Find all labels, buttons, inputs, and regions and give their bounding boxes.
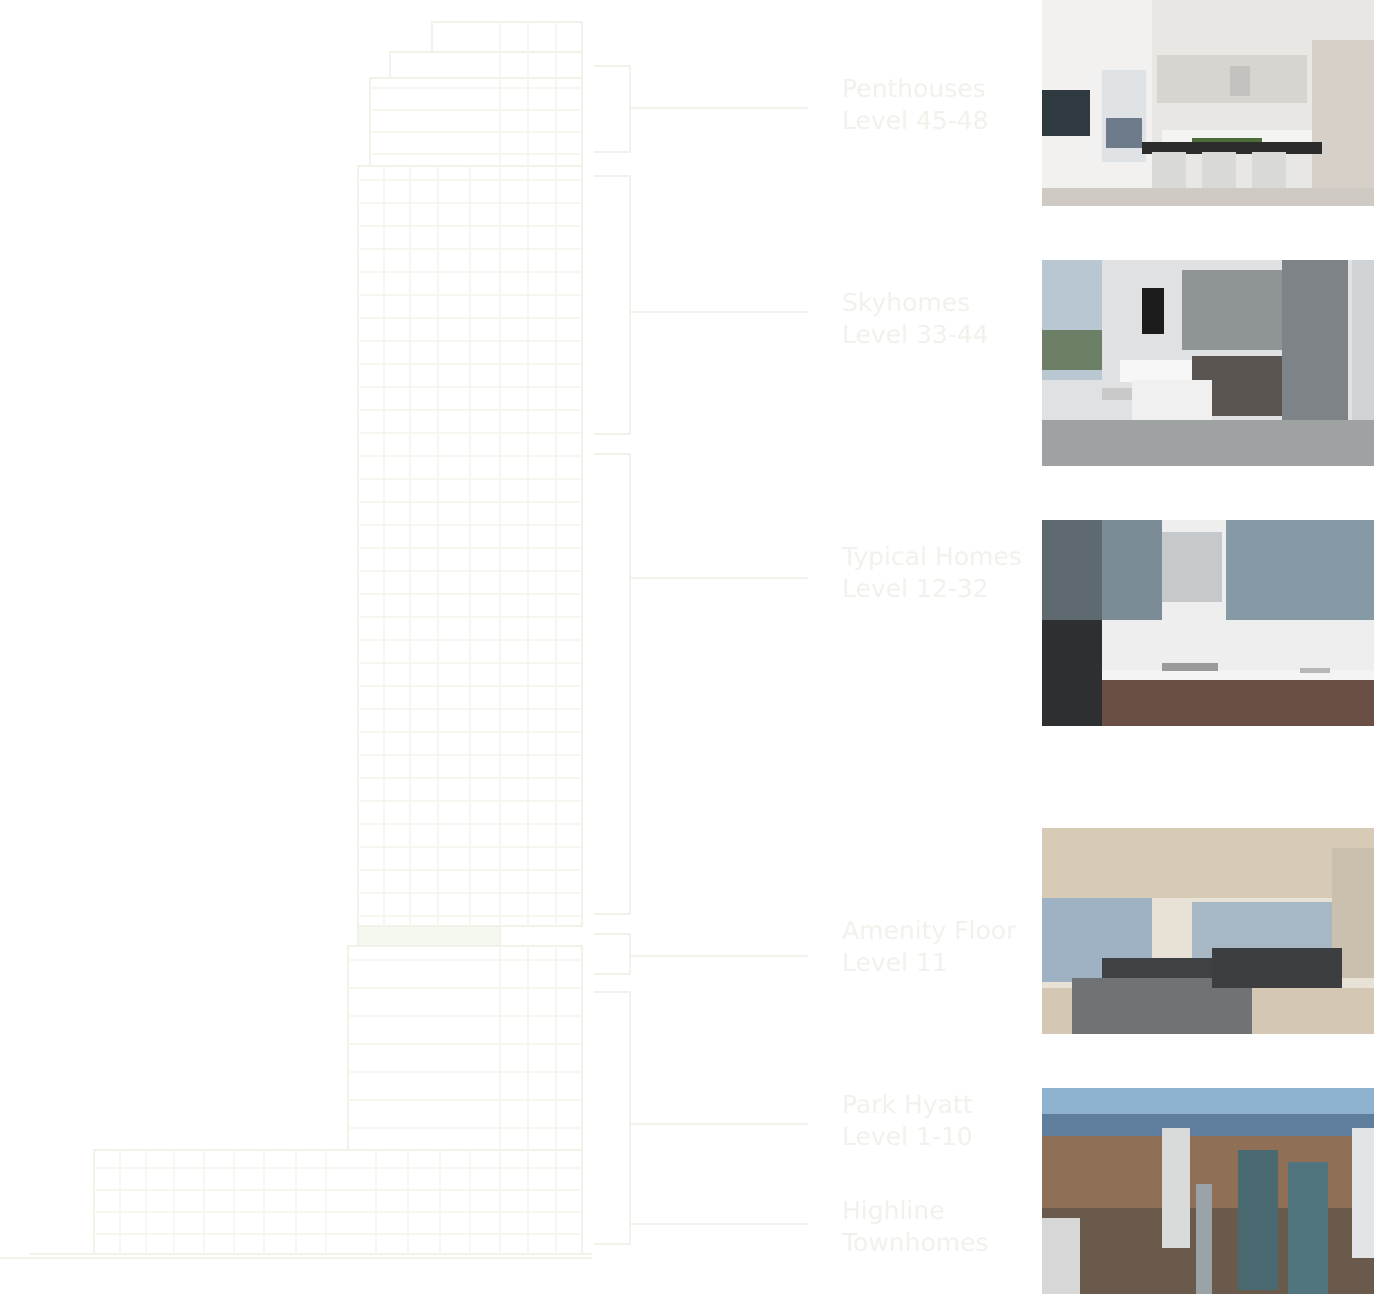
section-label-penthouses: Penthouses Level 45-48 (842, 73, 1032, 137)
section-name: Skyhomes (842, 288, 971, 317)
penthouse-kitchen-photo (1042, 0, 1374, 206)
section-level: Level 1-10 (842, 1122, 973, 1151)
section-label-highline: Highline Townhomes (842, 1195, 1032, 1259)
section-level: Level 45-48 (842, 106, 989, 135)
typical-home-kitchen-photo (1042, 520, 1374, 726)
section-brackets (594, 65, 808, 1245)
section-level: Level 11 (842, 948, 948, 977)
section-level: Level 12-32 (842, 574, 989, 603)
section-name: Amenity Floor (842, 916, 1017, 945)
section-name: Typical Homes (842, 542, 1022, 571)
section-label-skyhomes: Skyhomes Level 33-44 (842, 287, 1032, 351)
section-name: Park Hyatt (842, 1090, 973, 1119)
aerial-city-photo (1042, 1088, 1374, 1294)
building-elevation-drawing (0, 21, 808, 1259)
section-label-amenity-floor: Amenity Floor Level 11 (842, 915, 1032, 979)
skyhome-kitchen-photo (1042, 260, 1374, 466)
section-level: Townhomes (842, 1228, 989, 1257)
section-name: Highline (842, 1196, 945, 1225)
section-level: Level 33-44 (842, 320, 989, 349)
tower-window-grid (94, 22, 582, 1254)
amenity-gym-photo (1042, 828, 1374, 1034)
section-name: Penthouses (842, 74, 986, 103)
section-label-typical-homes: Typical Homes Level 12-32 (842, 541, 1032, 605)
section-label-park-hyatt: Park Hyatt Level 1-10 (842, 1089, 1032, 1153)
